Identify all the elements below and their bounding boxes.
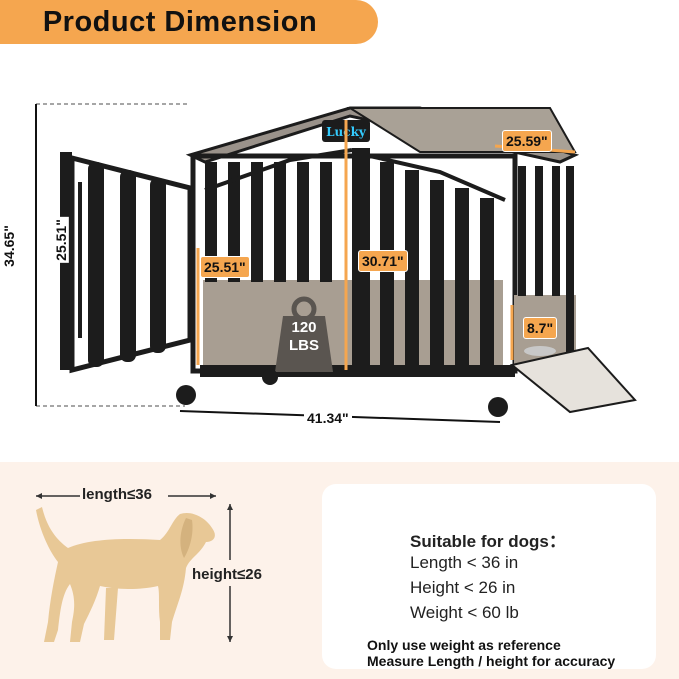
dog-length-label: length≤36 — [82, 486, 152, 503]
dog-icon — [36, 507, 215, 642]
height-limit: Height < 26 in — [410, 578, 516, 597]
crate-base — [200, 365, 515, 377]
food-bowl-icon — [524, 346, 556, 356]
suitability-title: Suitable for dogs： — [410, 532, 566, 551]
wheel-icons — [176, 369, 508, 417]
ramp — [509, 346, 637, 414]
door-height-label: 25.51" — [52, 217, 69, 263]
depth-label: 25.59" — [502, 130, 552, 152]
weight-limit: Weight < 60 lb — [410, 603, 519, 622]
page-title: Product Dimension — [42, 6, 318, 38]
dog-height-label: height≤26 — [192, 566, 262, 583]
peak-height-label: 30.71" — [358, 250, 408, 272]
suitability-card: Suitable for dogs： Length < 36 in Height… — [322, 484, 656, 669]
weight-icon — [275, 316, 333, 372]
crate-drawing: Lucky 120 LBS — [35, 103, 637, 423]
dog-size-panel: length≤36 height≤26 Suitable for dogs： L… — [0, 462, 679, 679]
note-measure: Measure Length / height for accuracy — [367, 653, 616, 669]
weight-unit: LBS — [289, 337, 319, 354]
crate-bars — [205, 148, 574, 377]
header-banner: Product Dimension — [0, 0, 378, 44]
weight-value: 120 — [291, 319, 316, 336]
note-weight: Only use weight as reference — [367, 637, 561, 653]
inner-height-label: 25.51" — [200, 256, 250, 278]
open-door — [60, 152, 193, 374]
product-illustration: Lucky 120 LBS 34.65" 25.51" 25.51" 30.71… — [0, 80, 679, 440]
width-label: 41.34" — [304, 408, 352, 428]
dog-silhouette-drawing — [36, 493, 233, 642]
bowl-height-label: 8.7" — [523, 317, 558, 339]
total-height-label: 34.65" — [0, 223, 17, 269]
length-limit: Length < 36 in — [410, 553, 519, 572]
